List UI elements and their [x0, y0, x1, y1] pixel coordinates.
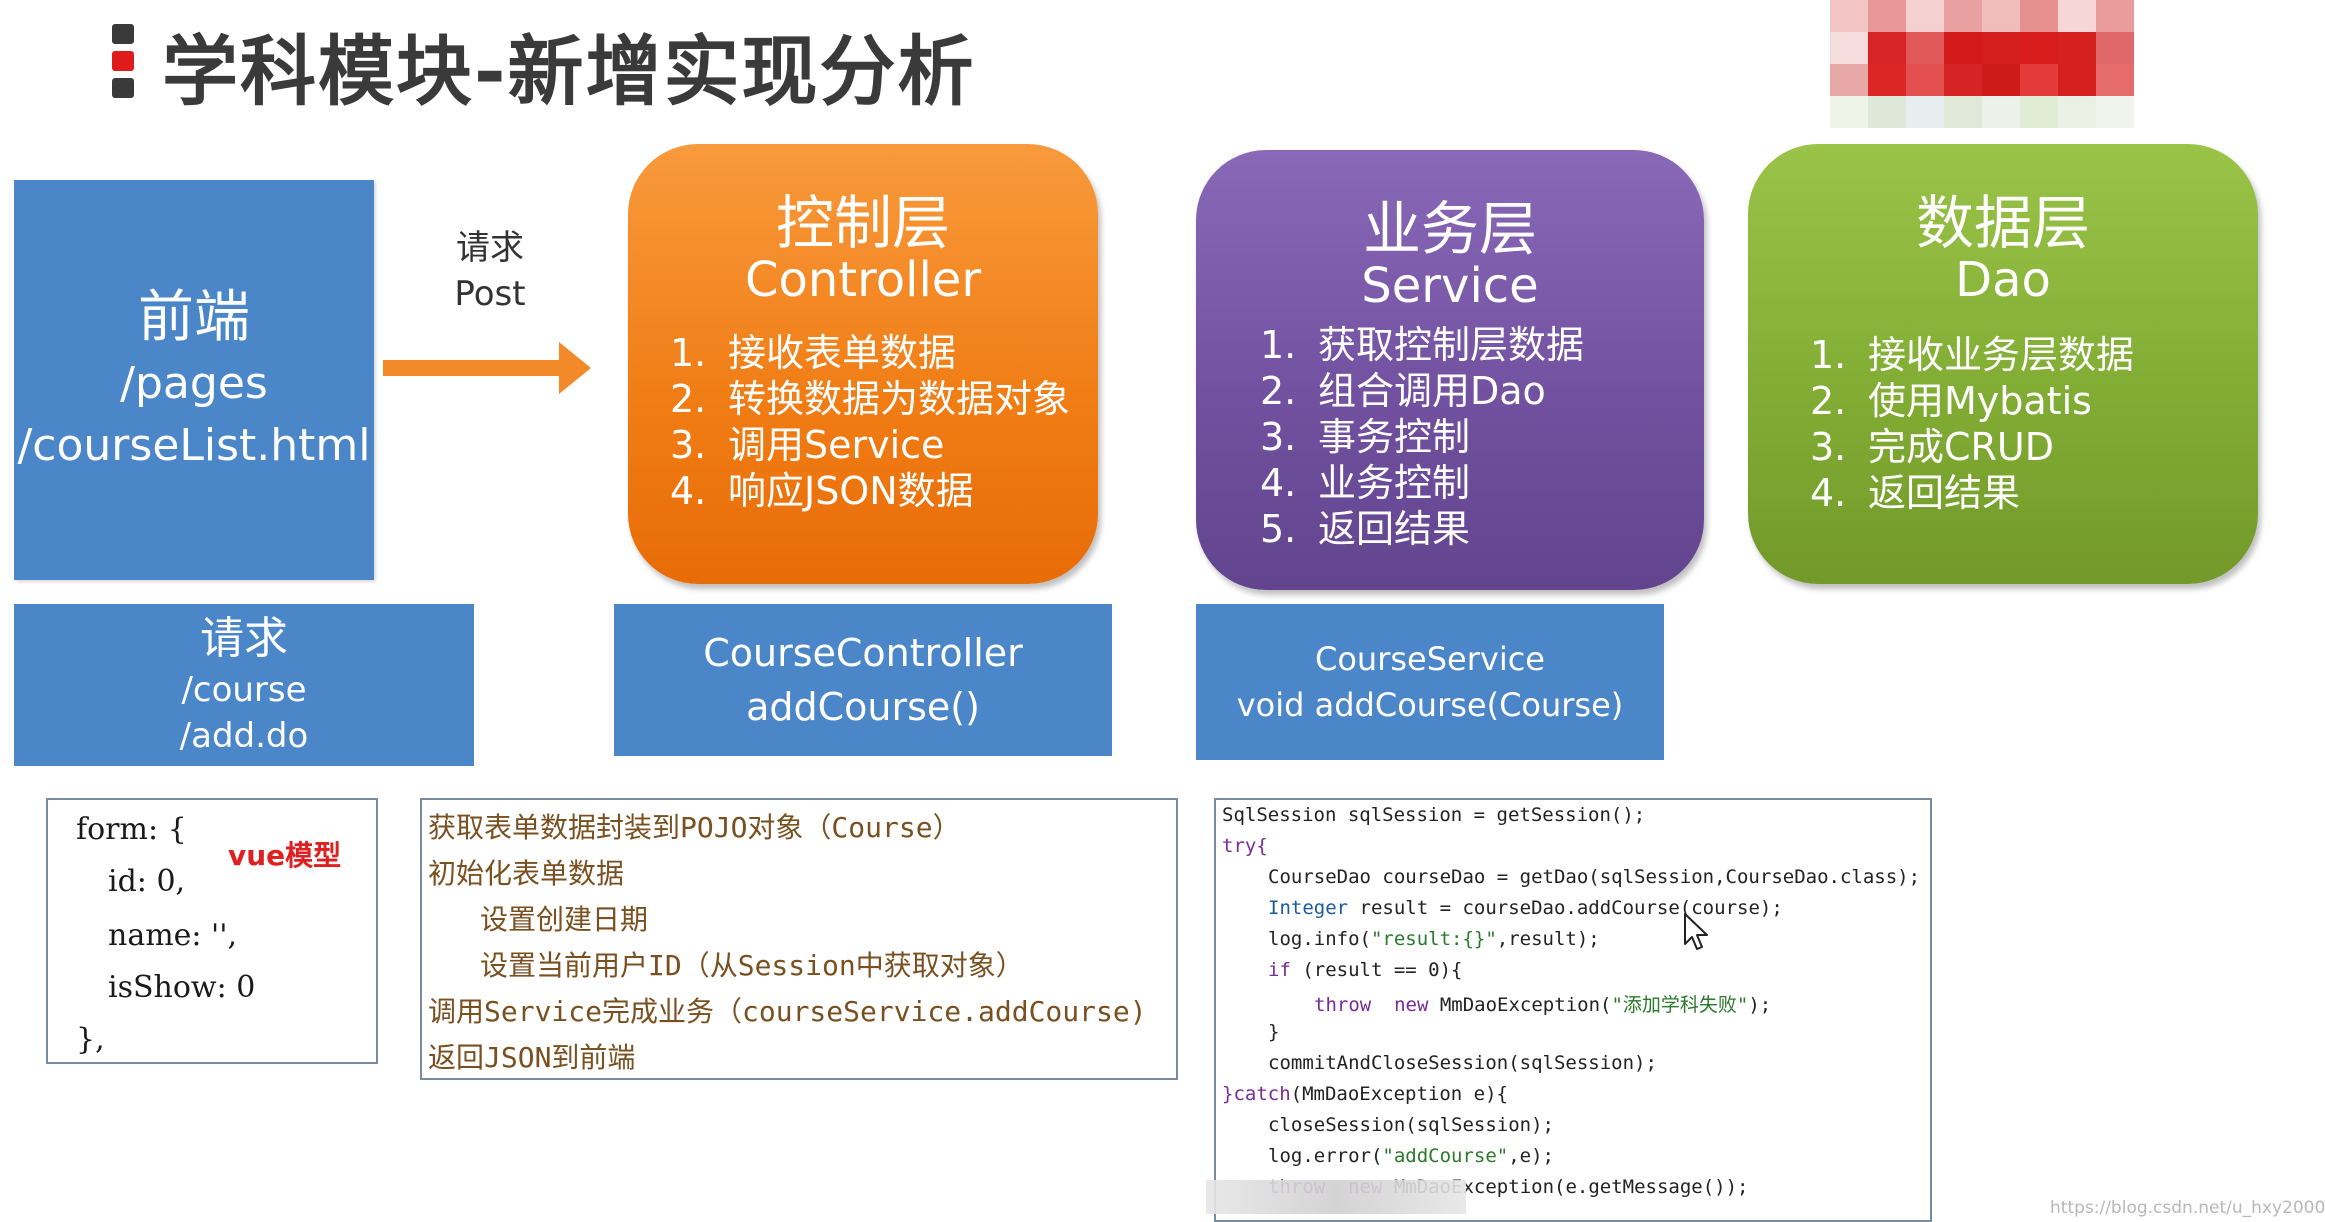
course-controller-box: CourseController addCourse()	[614, 604, 1112, 756]
request-url-path: /course	[181, 670, 307, 710]
blurred-region	[1206, 1180, 1466, 1214]
request-label: 请求 Post	[440, 225, 540, 317]
list-item: 4.响应JSON数据	[670, 469, 974, 513]
controller-class-name: CourseController	[703, 631, 1023, 675]
service-impl-code: SqlSession sqlSession = getSession(); tr…	[1214, 798, 1932, 1222]
frontend-path: /pages	[120, 358, 268, 409]
note-line: 设置当前用户ID（从Session中获取对象）	[480, 949, 1024, 982]
controller-title-en: Controller	[744, 252, 982, 308]
title-marks-icon	[112, 24, 136, 100]
list-item: 1.接收业务层数据	[1810, 333, 2135, 377]
code-line: log.info("result:{}",result);	[1268, 928, 1600, 950]
list-item: 2.转换数据为数据对象	[670, 377, 1071, 421]
request-method: Post	[454, 274, 526, 314]
code-line: form: {	[76, 812, 187, 847]
controller-steps: 1.接收表单数据 2.转换数据为数据对象 3.调用Service 4.响应JSO…	[670, 330, 1070, 514]
frontend-title: 前端	[138, 285, 250, 350]
service-title-en: Service	[1361, 258, 1539, 314]
service-title-zh: 业务层	[1362, 195, 1537, 263]
code-line: CourseDao courseDao = getDao(sqlSession,…	[1268, 866, 1921, 888]
service-method-signature: void addCourse(Course)	[1236, 686, 1624, 724]
list-item: 2.组合调用Dao	[1260, 369, 1546, 413]
list-item: 1.接收表单数据	[670, 331, 957, 375]
list-item: 2.使用Mybatis	[1810, 379, 2092, 423]
list-item: 4.返回结果	[1810, 471, 2021, 515]
request-label-zh: 请求	[456, 228, 524, 268]
code-line: SqlSession sqlSession = getSession();	[1222, 804, 1646, 826]
list-item: 3.调用Service	[670, 423, 945, 467]
mouse-cursor-icon	[1684, 913, 1708, 950]
frontend-file: /courseList.html	[17, 420, 371, 471]
note-line: 调用Service完成业务（courseService.addCourse)	[428, 995, 1147, 1028]
code-line: throw new MmDaoException("添加学科失败");	[1314, 994, 1772, 1016]
controller-method-name: addCourse()	[746, 685, 980, 729]
note-line: 初始化表单数据	[428, 857, 625, 890]
frontend-box: 前端 /pages /courseList.html	[14, 180, 374, 580]
code-line: }catch(MmDaoException e){	[1222, 1083, 1508, 1105]
controller-layer-box: 控制层 Controller 1.接收表单数据 2.转换数据为数据对象 3.调用…	[628, 144, 1098, 584]
dao-title-zh: 数据层	[1915, 189, 2090, 257]
code-line: },	[76, 1022, 105, 1057]
note-line: 设置创建日期	[480, 903, 649, 936]
code-line: commitAndCloseSession(sqlSession);	[1268, 1052, 1657, 1074]
code-line: closeSession(sqlSession);	[1268, 1114, 1554, 1136]
watermark: https://blog.csdn.net/u_hxy2000	[2050, 1198, 2325, 1218]
right-arrow-icon	[383, 342, 591, 394]
dao-steps: 1.接收业务层数据 2.使用Mybatis 3.完成CRUD 4.返回结果	[1810, 332, 2134, 516]
code-line: Integer result = courseDao.addCourse(cou…	[1268, 897, 1783, 919]
service-class-name: CourseService	[1315, 640, 1545, 678]
list-item: 4.业务控制	[1260, 461, 1471, 505]
dao-title-en: Dao	[1955, 252, 2051, 308]
pixelated-logo	[1792, 0, 2172, 130]
code-line: if (result == 0){	[1268, 959, 1463, 981]
vue-model-tag: vue模型	[228, 839, 342, 872]
course-service-box: CourseService void addCourse(Course)	[1196, 604, 1664, 760]
request-url-action: /add.do	[179, 716, 309, 756]
code-line: id: 0,	[108, 864, 186, 899]
controller-title-zh: 控制层	[775, 189, 950, 257]
list-item: 3.事务控制	[1260, 415, 1471, 459]
note-line: 获取表单数据封装到POJO对象（Course）	[428, 811, 961, 844]
code-line: }	[1268, 1021, 1280, 1043]
page-title: 学科模块-新增实现分析	[162, 27, 976, 116]
vue-form-model-code: form: { id: 0, name: '', isShow: 0 }, vu…	[46, 798, 378, 1064]
code-line: name: '',	[108, 918, 238, 953]
list-item: 1.获取控制层数据	[1260, 323, 1585, 367]
list-item: 3.完成CRUD	[1810, 425, 2055, 469]
code-line: try{	[1222, 835, 1268, 857]
dao-layer-box: 数据层 Dao 1.接收业务层数据 2.使用Mybatis 3.完成CRUD 4…	[1748, 144, 2258, 584]
note-line: 返回JSON到前端	[428, 1041, 636, 1074]
request-url-box: 请求 /course /add.do	[14, 604, 474, 766]
controller-notes: 获取表单数据封装到POJO对象（Course） 初始化表单数据 设置创建日期 设…	[420, 798, 1178, 1080]
service-layer-box: 业务层 Service 1.获取控制层数据 2.组合调用Dao 3.事务控制 4…	[1196, 150, 1704, 590]
service-steps: 1.获取控制层数据 2.组合调用Dao 3.事务控制 4.业务控制 5.返回结果	[1260, 322, 1584, 552]
request-url-title: 请求	[200, 613, 288, 664]
code-line: isShow: 0	[108, 970, 256, 1005]
code-line: log.error("addCourse",e);	[1268, 1145, 1554, 1167]
list-item: 5.返回结果	[1260, 507, 1471, 551]
